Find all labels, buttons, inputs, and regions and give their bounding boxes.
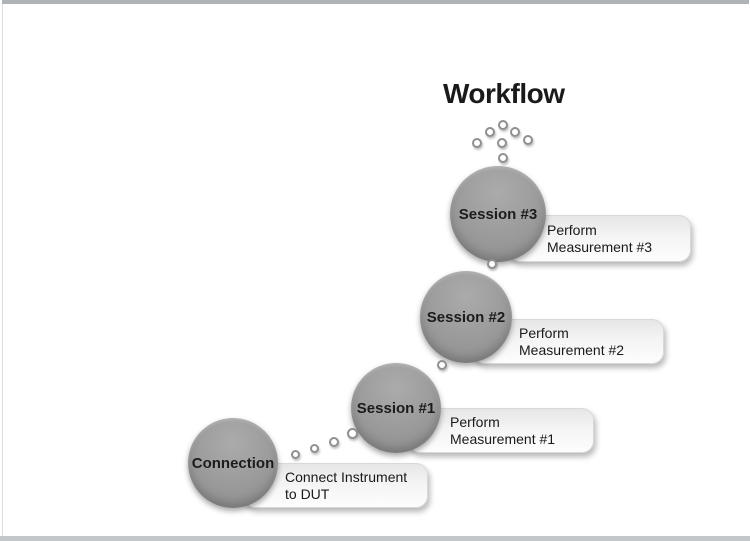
callout-line: Measurement #3 bbox=[547, 238, 653, 255]
bubble-fan-dot bbox=[497, 138, 507, 148]
callout-line: to DUT bbox=[285, 485, 330, 502]
bubble-fan-dot bbox=[523, 135, 533, 145]
bubble-fan-dot bbox=[472, 138, 482, 148]
step-circle-session-1: Session #1 bbox=[351, 363, 441, 453]
callout-line: Connect Instrument bbox=[285, 468, 408, 485]
callout-line: Perform bbox=[450, 413, 500, 430]
callout-line: Measurement #2 bbox=[519, 341, 625, 358]
left-border-line bbox=[2, 4, 3, 536]
bottom-border-bar bbox=[0, 536, 750, 541]
callout-line: Perform bbox=[547, 221, 597, 238]
bubble-trail-dot bbox=[310, 444, 319, 453]
diagram-title: Workflow bbox=[443, 78, 565, 109]
callout-line: Perform bbox=[519, 324, 569, 341]
callout-measurement-1: Perform Measurement #1 bbox=[408, 408, 594, 453]
step-circle-session-3: Session #3 bbox=[450, 166, 546, 262]
step-label: Session #3 bbox=[458, 205, 538, 223]
bubble-fan-dot bbox=[510, 127, 520, 137]
bubble-trail-dot bbox=[329, 437, 339, 447]
bubble-fan-dot bbox=[498, 153, 508, 163]
step-label: Session #1 bbox=[356, 399, 436, 417]
step-label: Connection bbox=[191, 454, 275, 472]
bubble-fan-dot bbox=[498, 120, 508, 130]
callout-connect-instrument: Connect Instrument to DUT bbox=[243, 463, 428, 508]
bubble-trail-dot bbox=[487, 259, 497, 269]
bubble-trail-dot bbox=[291, 450, 300, 459]
callout-line: Measurement #1 bbox=[450, 430, 556, 447]
top-border-bar bbox=[2, 0, 749, 4]
step-circle-connection: Connection bbox=[188, 418, 278, 508]
step-label: Session #2 bbox=[426, 308, 506, 326]
bubble-trail-dot bbox=[437, 360, 447, 370]
bubble-trail-dot bbox=[347, 428, 358, 439]
bubble-fan-dot bbox=[485, 127, 495, 137]
step-circle-session-2: Session #2 bbox=[420, 271, 512, 363]
